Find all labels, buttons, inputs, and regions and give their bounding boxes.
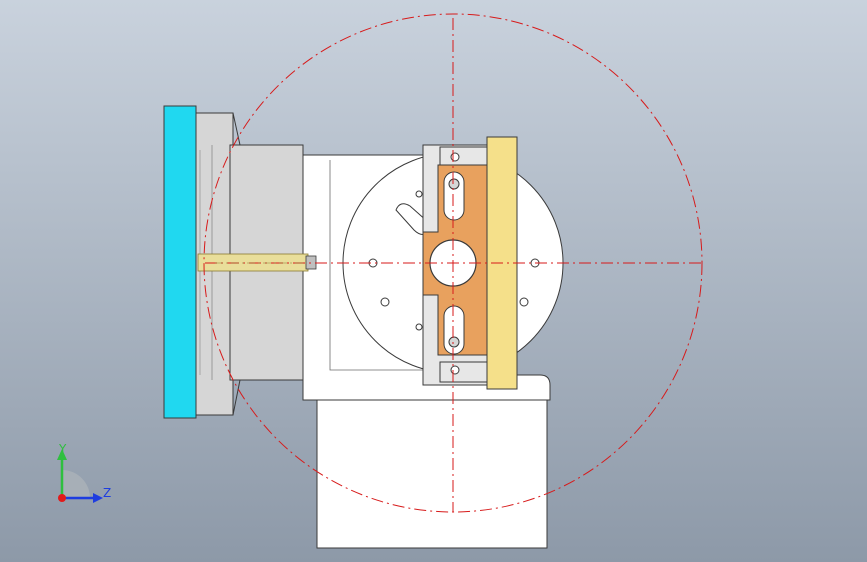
triad-origin <box>58 494 66 502</box>
clamp-frame-bottom-block <box>439 361 491 383</box>
slot-screw-bottom <box>448 336 460 348</box>
z-arrow-head <box>93 493 103 503</box>
y-axis-label: Y <box>58 442 67 456</box>
y-arrow-head <box>57 449 67 460</box>
slot-screw-top <box>448 178 460 190</box>
clamp-frame-hole-top <box>450 152 460 162</box>
lower-housing[interactable] <box>316 397 548 549</box>
disc-hole-bottom <box>415 323 423 331</box>
base-plate-inner-edge <box>329 160 425 371</box>
axis-triad: Y Z <box>57 442 111 503</box>
disc-hole-lower-right <box>519 297 529 307</box>
triad-quadrant <box>62 470 90 498</box>
clamp-frame-top-block <box>439 146 491 168</box>
cyan-mounting-plate[interactable] <box>163 105 197 419</box>
clamp-frame-hole-bottom <box>450 365 460 375</box>
z-axis-label: Z <box>103 486 111 500</box>
disc-hole-lower-left <box>380 297 390 307</box>
disc-hole-top <box>415 190 423 198</box>
